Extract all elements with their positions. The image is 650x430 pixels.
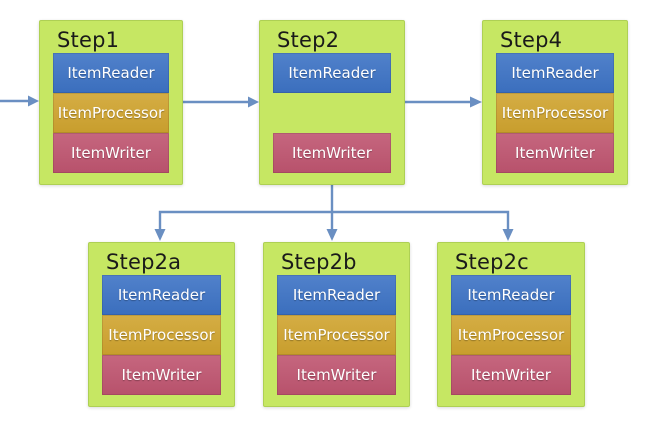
- component-itemprocessor: ItemProcessor: [102, 315, 221, 355]
- arrow-step2-step2b-head: [326, 229, 338, 241]
- arrow-step2-step2c-head: [502, 229, 514, 241]
- arrow-step1-step2-head: [248, 96, 259, 108]
- component-itemwriter: ItemWriter: [273, 133, 391, 173]
- step-title: Step2c: [455, 250, 529, 274]
- arrow-step2-step2a-head: [154, 229, 166, 241]
- component-itemprocessor: ItemProcessor: [496, 93, 614, 133]
- component-itemreader: ItemReader: [102, 275, 221, 315]
- component-itemwriter: ItemWriter: [277, 355, 396, 395]
- step-title: Step4: [500, 28, 563, 52]
- branch-rail-line: [158, 210, 510, 229]
- step-title: Step2a: [106, 250, 182, 274]
- component-itemreader: ItemReader: [277, 275, 396, 315]
- component-itemwriter: ItemWriter: [102, 355, 221, 395]
- arrow-in-head: [28, 95, 39, 107]
- component-itemprocessor: ItemProcessor: [451, 315, 571, 355]
- component-itemreader: ItemReader: [273, 53, 391, 93]
- step-box-step4: Step4 ItemReader ItemProcessor ItemWrite…: [482, 20, 628, 185]
- step-title: Step1: [57, 28, 120, 52]
- component-itemwriter: ItemWriter: [451, 355, 571, 395]
- component-itemprocessor: ItemProcessor: [277, 315, 396, 355]
- component-itemreader: ItemReader: [53, 53, 169, 93]
- component-itemreader: ItemReader: [496, 53, 614, 93]
- component-itemprocessor: ItemProcessor: [53, 93, 169, 133]
- step-box-step2: Step2 ItemReader ItemWriter: [259, 20, 405, 185]
- step-box-step2c: Step2c ItemReader ItemProcessor ItemWrit…: [437, 242, 585, 407]
- step-box-step2b: Step2b ItemReader ItemProcessor ItemWrit…: [263, 242, 410, 407]
- component-itemwriter: ItemWriter: [496, 133, 614, 173]
- component-itemwriter: ItemWriter: [53, 133, 169, 173]
- component-gap: [273, 93, 391, 133]
- step-title: Step2b: [281, 250, 357, 274]
- component-itemreader: ItemReader: [451, 275, 571, 315]
- step-box-step2a: Step2a ItemReader ItemProcessor ItemWrit…: [88, 242, 235, 407]
- step-box-step1: Step1 ItemReader ItemProcessor ItemWrite…: [39, 20, 183, 185]
- arrow-step2-step4-head: [470, 96, 482, 108]
- step-title: Step2: [277, 28, 340, 52]
